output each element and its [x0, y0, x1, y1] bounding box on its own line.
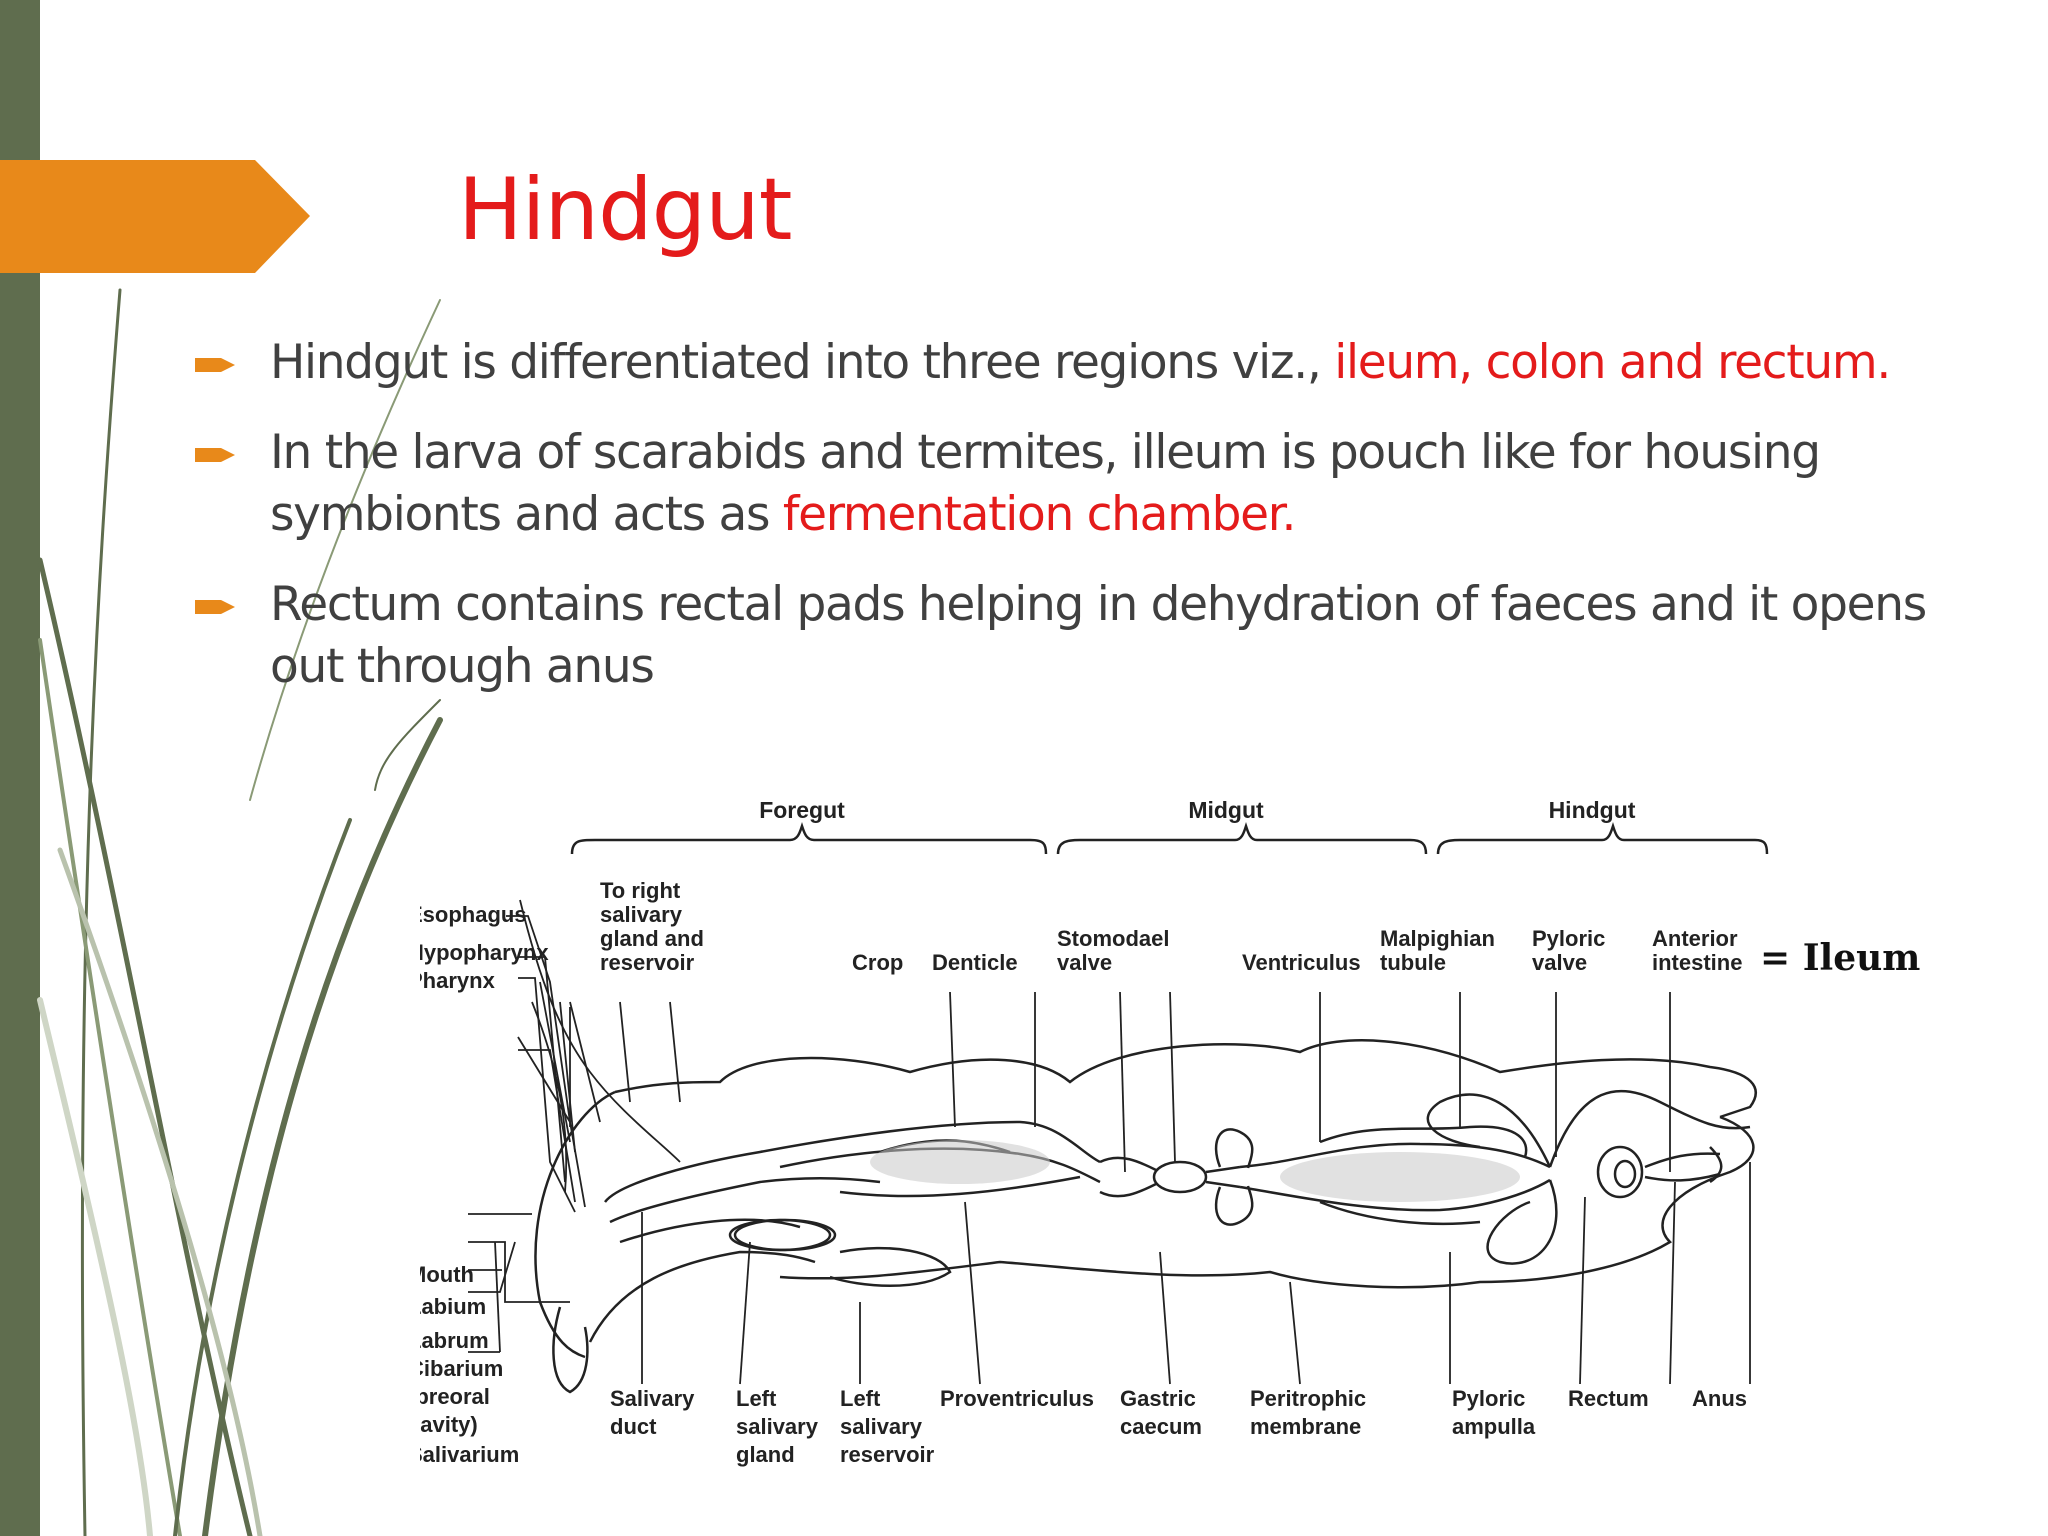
- label-salivary-duct: Salivary: [610, 1386, 695, 1411]
- label-peritrophic-membrane: membrane: [1250, 1414, 1361, 1439]
- bullet-arrow-icon: [195, 358, 235, 372]
- label-to-right: salivary: [600, 902, 683, 927]
- label-labrum: Labrum: [420, 1328, 489, 1353]
- section-midgut: Midgut: [1188, 797, 1264, 823]
- label-malpighian: Malpighian: [1380, 926, 1495, 951]
- label-hypopharynx: Hypopharynx: [420, 940, 549, 965]
- title-orange-arrow-tab: [0, 160, 310, 273]
- diagram-svg: Foregut Midgut Hindgut: [420, 782, 1920, 1492]
- label-gastric-caecum: Gastric: [1120, 1386, 1196, 1411]
- label-mouth: Mouth: [420, 1262, 474, 1287]
- bullet-text: Rectum contains rectal pads helping in d…: [270, 577, 1927, 694]
- label-left-salivary-gland: gland: [736, 1442, 795, 1467]
- label-pyloric-valve: Pyloric: [1532, 926, 1605, 951]
- label-cibarium: Cibarium: [420, 1356, 503, 1381]
- label-ventriculus: Ventriculus: [1242, 950, 1361, 975]
- section-foregut: Foregut: [759, 797, 845, 823]
- label-stomodael: Stomodael: [1057, 926, 1169, 951]
- bullet-item: Rectum contains rectal pads helping in d…: [195, 574, 1995, 698]
- bullet-highlight: ileum, colon and rectum.: [1334, 335, 1891, 390]
- handwritten-note: = Ileum: [1760, 937, 1920, 979]
- label-esophagus: Esophagus: [420, 902, 527, 927]
- label-anterior-intestine: intestine: [1652, 950, 1742, 975]
- label-anus: Anus: [1692, 1386, 1747, 1411]
- label-to-right: To right: [600, 878, 681, 903]
- insect-digestive-system-diagram: Foregut Midgut Hindgut: [420, 782, 1920, 1492]
- label-peritrophic-membrane: Peritrophic: [1250, 1386, 1366, 1411]
- bullet-item: Hindgut is differentiated into three reg…: [195, 332, 1995, 394]
- label-cavity: cavity): [420, 1412, 478, 1437]
- label-to-right: gland and: [600, 926, 704, 951]
- label-anterior-intestine: Anterior: [1652, 926, 1738, 951]
- label-crop: Crop: [852, 950, 903, 975]
- slide-title: Hindgut: [458, 160, 792, 260]
- decorative-leaves: [37, 288, 443, 1536]
- label-pyloric-valve: valve: [1532, 950, 1587, 975]
- label-left-salivary-reservoir: salivary: [840, 1414, 923, 1439]
- label-denticle: Denticle: [932, 950, 1018, 975]
- label-pyloric-ampulla: ampulla: [1452, 1414, 1536, 1439]
- label-malpighian: tubule: [1380, 950, 1446, 975]
- bullet-highlight: fermentation chamber.: [782, 487, 1297, 542]
- label-salivarium: Salivarium: [420, 1442, 519, 1467]
- bullet-list: Hindgut is differentiated into three reg…: [195, 332, 1995, 726]
- bullet-arrow-icon: [195, 600, 235, 614]
- label-salivary-duct: duct: [610, 1414, 657, 1439]
- label-pyloric-ampulla: Pyloric: [1452, 1386, 1525, 1411]
- label-to-right: reservoir: [600, 950, 695, 975]
- label-proventriculus: Proventriculus: [940, 1386, 1094, 1411]
- label-pharynx: Pharynx: [420, 968, 496, 993]
- bullet-arrow-icon: [195, 448, 235, 462]
- label-left-salivary-reservoir: Left: [840, 1386, 881, 1411]
- bullet-item: In the larva of scarabids and termites, …: [195, 422, 1995, 546]
- bullet-text: Hindgut is differentiated into three reg…: [270, 335, 1335, 390]
- label-left-salivary-gland: Left: [736, 1386, 777, 1411]
- label-stomodael: valve: [1057, 950, 1112, 975]
- section-hindgut: Hindgut: [1549, 797, 1636, 823]
- label-rectum: Rectum: [1568, 1386, 1649, 1411]
- label-left-salivary-gland: salivary: [736, 1414, 819, 1439]
- bullet-text: In the larva of scarabids and termites, …: [270, 425, 1821, 542]
- label-left-salivary-reservoir: reservoir: [840, 1442, 935, 1467]
- label-gastric-caecum: caecum: [1120, 1414, 1202, 1439]
- label-preoral: (preoral: [420, 1384, 490, 1409]
- label-labium: Labium: [420, 1294, 486, 1319]
